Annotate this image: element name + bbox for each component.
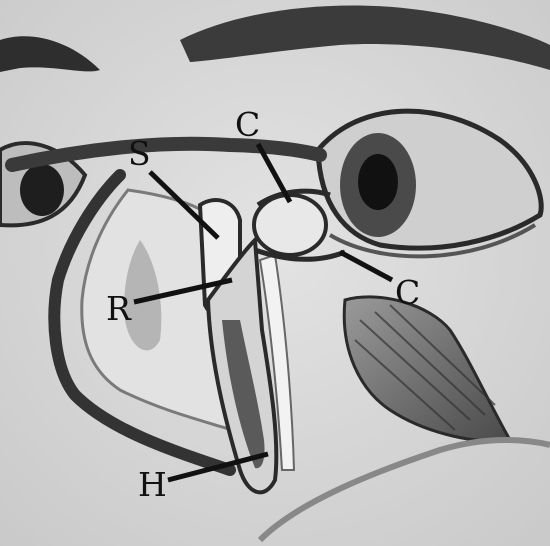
label-s: S: [128, 134, 151, 173]
right-pupil: [358, 154, 398, 210]
lacrimal-ampulla: [254, 195, 326, 255]
label-c-right: C: [395, 273, 420, 312]
left-pupil: [20, 164, 64, 216]
label-h: H: [138, 465, 167, 504]
label-r: R: [106, 289, 132, 328]
label-c-top: C: [235, 105, 260, 144]
